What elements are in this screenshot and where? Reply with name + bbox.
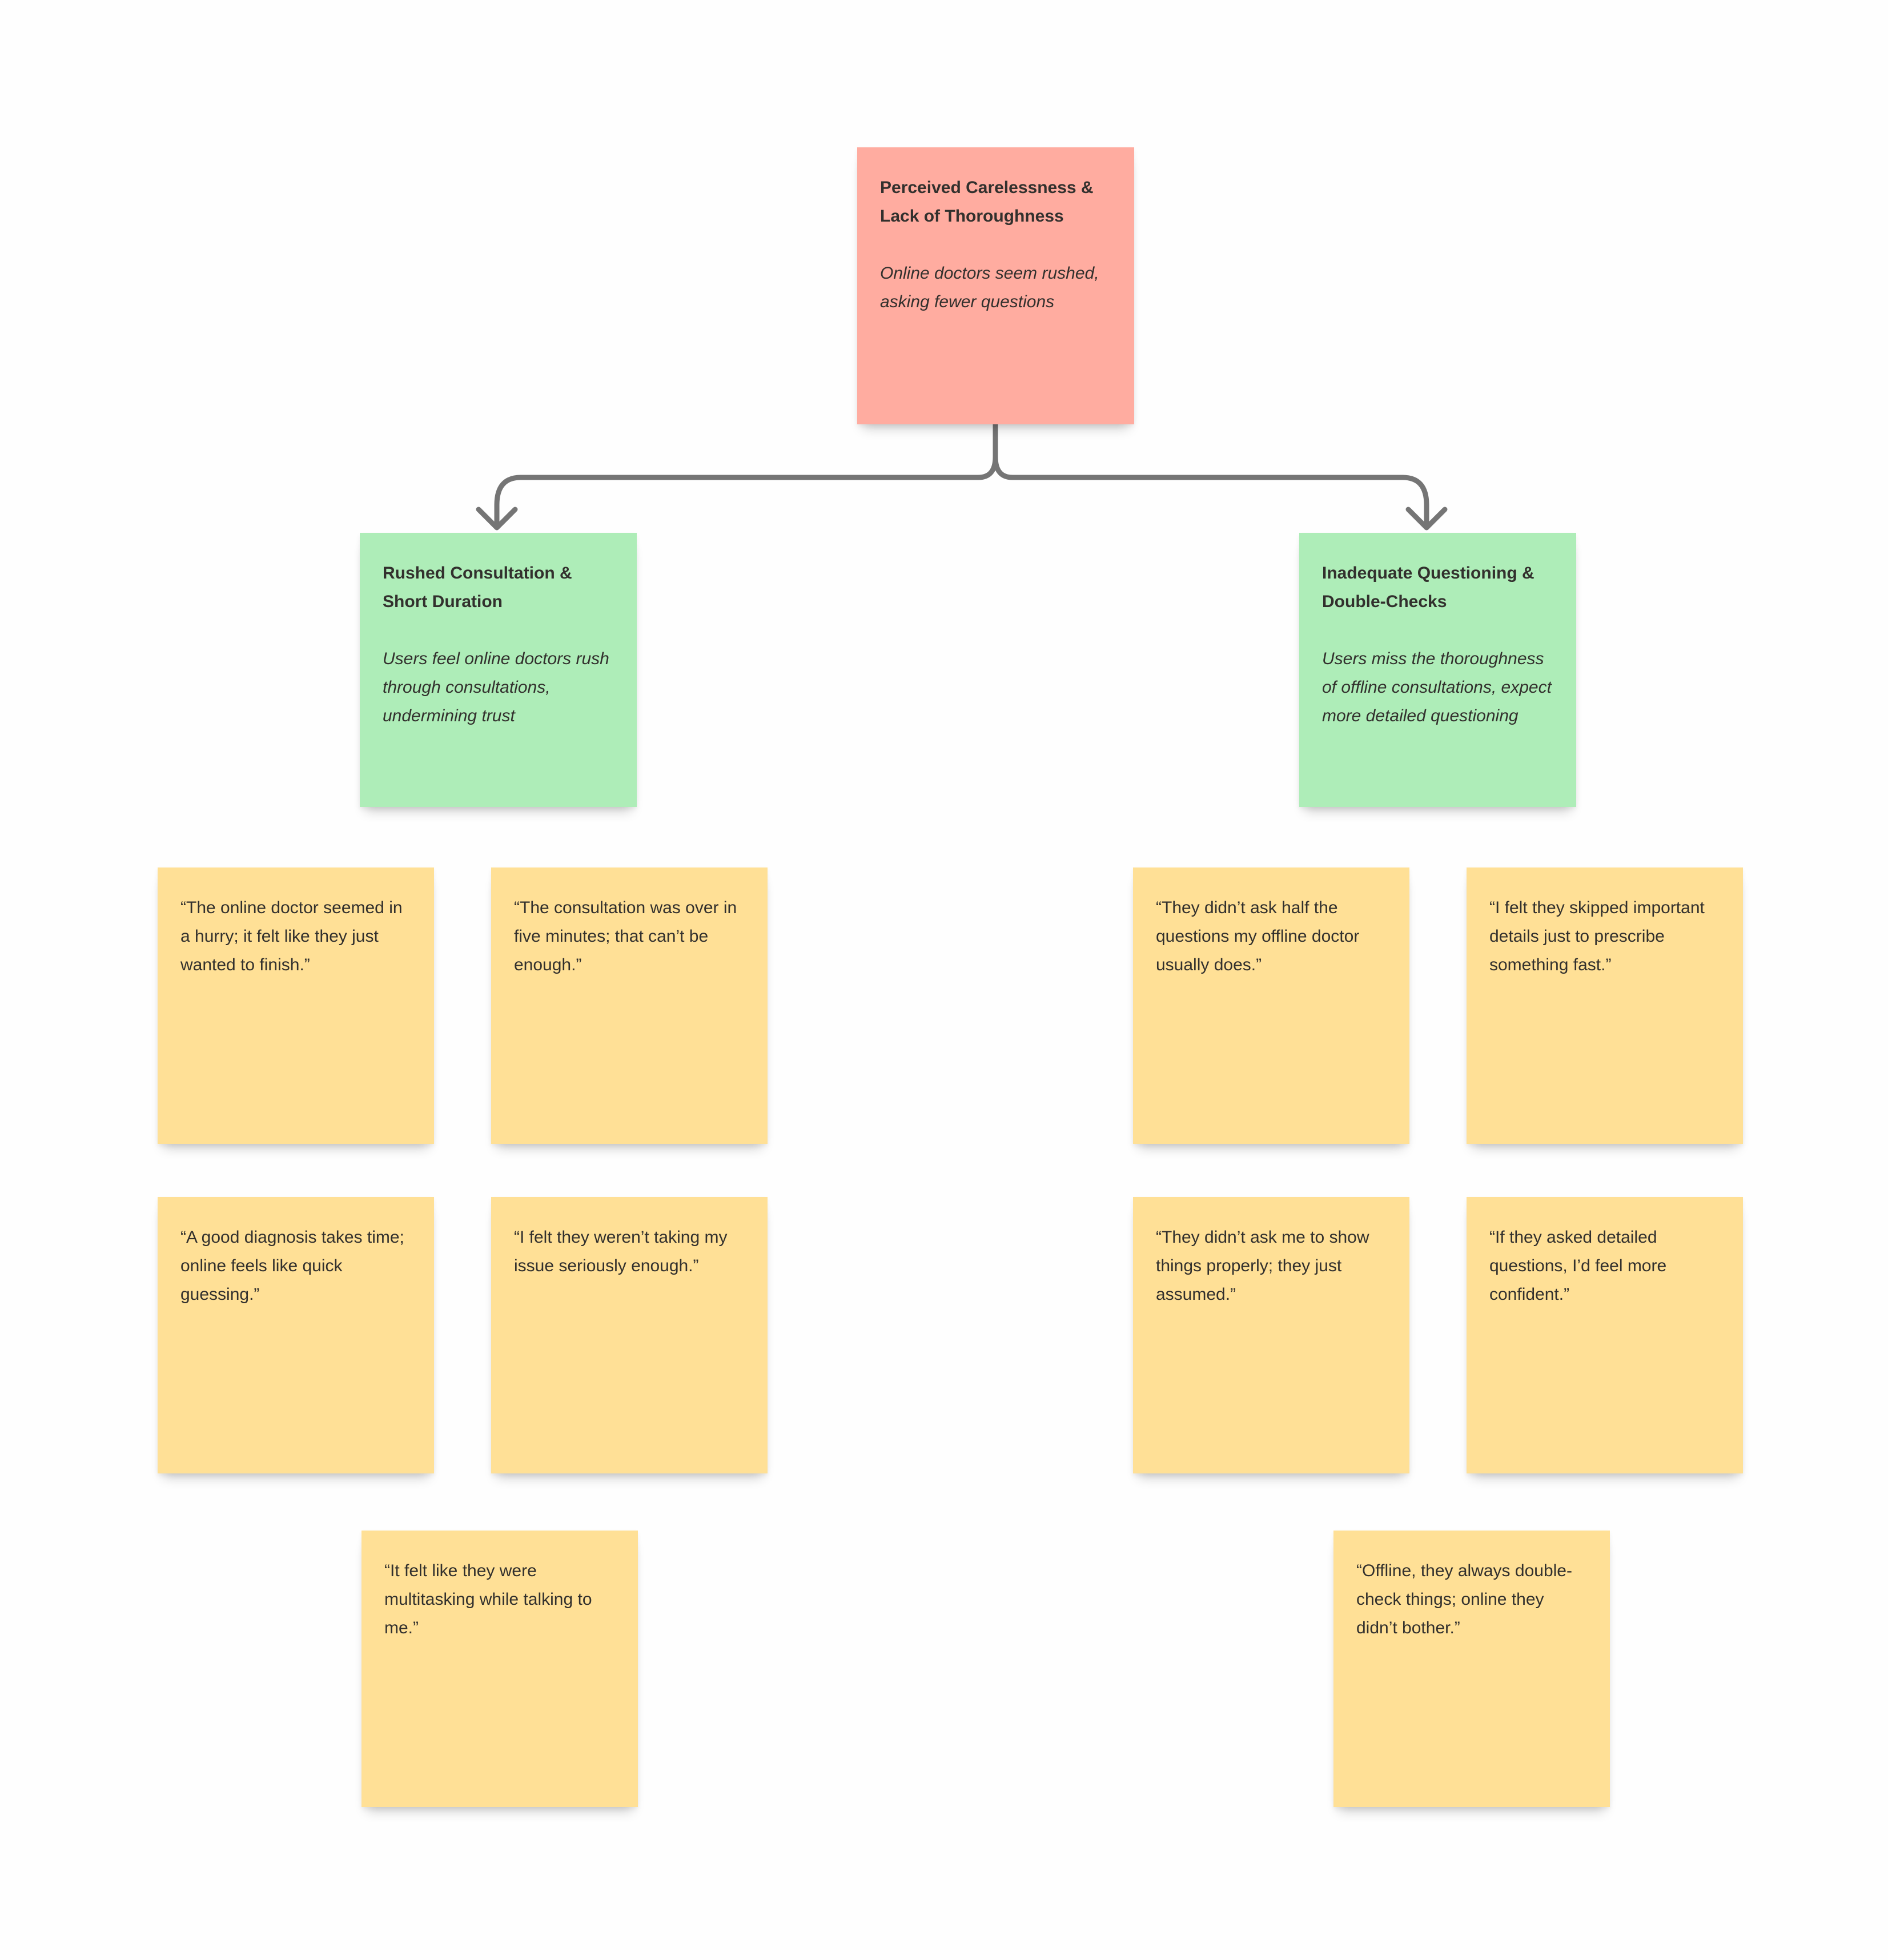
sticky-note-quote-10[interactable]: “Offline, they always double-check thing… [1333, 1531, 1610, 1807]
sticky-note-quote-5[interactable]: “A good diagnosis takes time; online fee… [158, 1197, 434, 1473]
sticky-note-quote-7[interactable]: “They didn’t ask me to show things prope… [1133, 1197, 1409, 1473]
sticky-note-quote-2[interactable]: “The consultation was over in five minut… [491, 867, 768, 1144]
sticky-note-quote-3[interactable]: “They didn’t ask half the questions my o… [1133, 867, 1409, 1144]
sticky-note-quote-9[interactable]: “It felt like they were multitasking whi… [361, 1531, 638, 1807]
quote-text: “Offline, they always double-check thing… [1356, 1561, 1572, 1637]
quote-text: “The online doctor seemed in a hurry; it… [180, 898, 403, 974]
quote-text: “A good diagnosis takes time; online fee… [180, 1228, 404, 1304]
root-note-title: Perceived Carelessness & Lack of Thoroug… [880, 178, 1094, 226]
sticky-note-theme-inadequate-questioning[interactable]: Inadequate Questioning & Double-Checks U… [1299, 533, 1576, 807]
quote-text: “They didn’t ask half the questions my o… [1156, 898, 1360, 974]
arrowhead-left-icon [476, 507, 518, 531]
quote-text: “I felt they skipped important details j… [1489, 898, 1705, 974]
quote-text: “If they asked detailed questions, I’d f… [1489, 1228, 1667, 1304]
root-note-subtitle: Online doctors seem rushed, asking fewer… [880, 264, 1099, 311]
sticky-note-quote-6[interactable]: “I felt they weren’t taking my issue ser… [491, 1197, 768, 1473]
theme-note-subtitle: Users miss the thoroughness of offline c… [1322, 649, 1552, 725]
sticky-note-root-theme[interactable]: Perceived Carelessness & Lack of Thoroug… [857, 147, 1134, 424]
quote-text: “The consultation was over in five minut… [514, 898, 737, 974]
quote-text: “They didn’t ask me to show things prope… [1156, 1228, 1369, 1304]
connector-root-to-right-theme [993, 421, 1448, 531]
connector-root-to-left-theme [476, 421, 998, 531]
connector-line-left [494, 421, 998, 526]
quote-text: “It felt like they were multitasking whi… [384, 1561, 592, 1637]
sticky-note-quote-4[interactable]: “I felt they skipped important details j… [1467, 867, 1743, 1144]
sticky-note-theme-rushed-consultation[interactable]: Rushed Consultation & Short Duration Use… [360, 533, 637, 807]
theme-note-title: Rushed Consultation & Short Duration [383, 564, 572, 611]
sticky-note-quote-8[interactable]: “If they asked detailed questions, I’d f… [1467, 1197, 1743, 1473]
theme-note-title: Inadequate Questioning & Double-Checks [1322, 564, 1534, 611]
quote-text: “I felt they weren’t taking my issue ser… [514, 1228, 728, 1275]
arrowhead-right-icon [1405, 507, 1448, 531]
sticky-note-quote-1[interactable]: “The online doctor seemed in a hurry; it… [158, 867, 434, 1144]
connector-line-right [993, 421, 1429, 526]
theme-note-subtitle: Users feel online doctors rush through c… [383, 649, 609, 725]
